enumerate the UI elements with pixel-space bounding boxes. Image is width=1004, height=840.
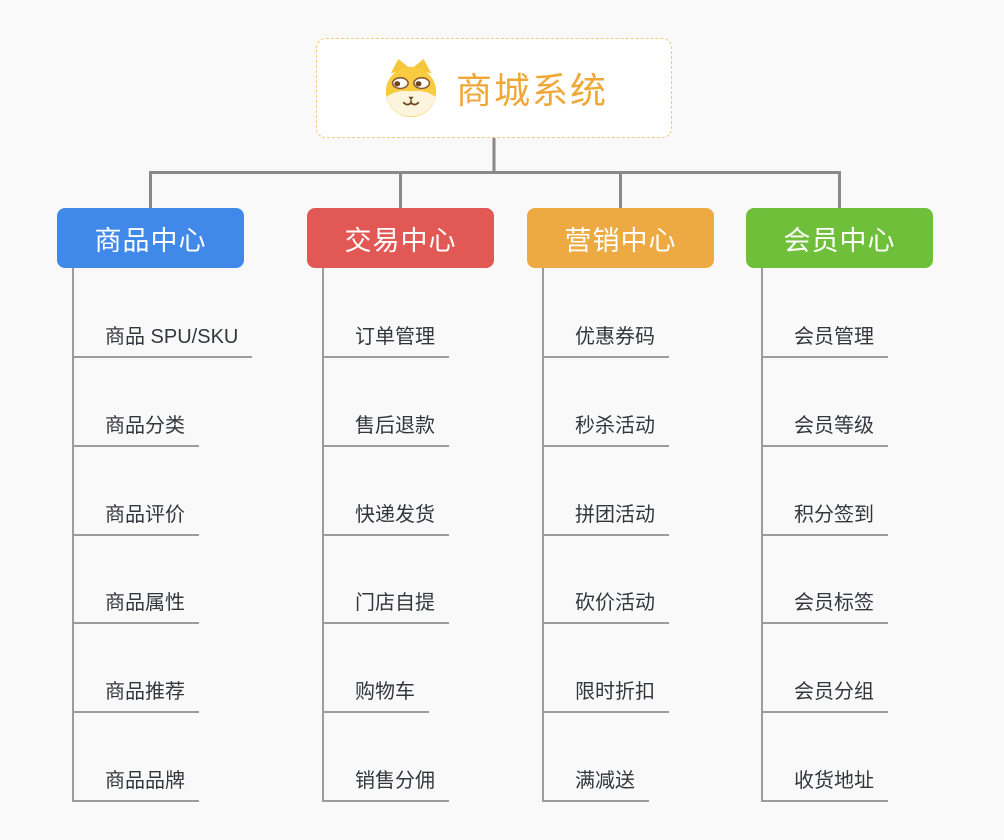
leaf-node[interactable]: 售后退款: [322, 403, 449, 447]
leaf-node[interactable]: 商品推荐: [72, 669, 199, 713]
leaf-node[interactable]: 快递发货: [322, 492, 449, 536]
branch-node-2[interactable]: 营销中心: [527, 208, 714, 268]
branch-node-3[interactable]: 会员中心: [746, 208, 933, 268]
leaf-node[interactable]: 拼团活动: [542, 492, 669, 536]
branch-node-0[interactable]: 商品中心: [57, 208, 244, 268]
leaf-node[interactable]: 会员等级: [761, 403, 888, 447]
leaf-node[interactable]: 商品属性: [72, 580, 199, 624]
root-node[interactable]: 商城系统: [316, 38, 672, 138]
leaf-node[interactable]: 商品评价: [72, 492, 199, 536]
leaf-node[interactable]: 限时折扣: [542, 669, 669, 713]
leaf-node[interactable]: 积分签到: [761, 492, 888, 536]
dog-face-icon: [380, 57, 442, 119]
leaf-node[interactable]: 商品品牌: [72, 758, 199, 802]
leaf-node[interactable]: 会员分组: [761, 669, 888, 713]
leaf-node[interactable]: 满减送: [542, 758, 649, 802]
leaf-node[interactable]: 会员标签: [761, 580, 888, 624]
leaf-node[interactable]: 订单管理: [322, 314, 449, 358]
leaf-node[interactable]: 销售分佣: [322, 758, 449, 802]
leaf-node[interactable]: 会员管理: [761, 314, 888, 358]
leaf-node[interactable]: 秒杀活动: [542, 403, 669, 447]
leaf-node[interactable]: 商品分类: [72, 403, 199, 447]
leaf-node[interactable]: 优惠券码: [542, 314, 669, 358]
leaf-node[interactable]: 收货地址: [761, 758, 888, 802]
leaf-node[interactable]: 购物车: [322, 669, 429, 713]
leaf-node[interactable]: 商品 SPU/SKU: [72, 314, 253, 358]
leaf-node[interactable]: 门店自提: [322, 580, 449, 624]
branch-node-1[interactable]: 交易中心: [307, 208, 494, 268]
leaf-node[interactable]: 砍价活动: [542, 580, 669, 624]
root-title: 商城系统: [455, 70, 608, 111]
